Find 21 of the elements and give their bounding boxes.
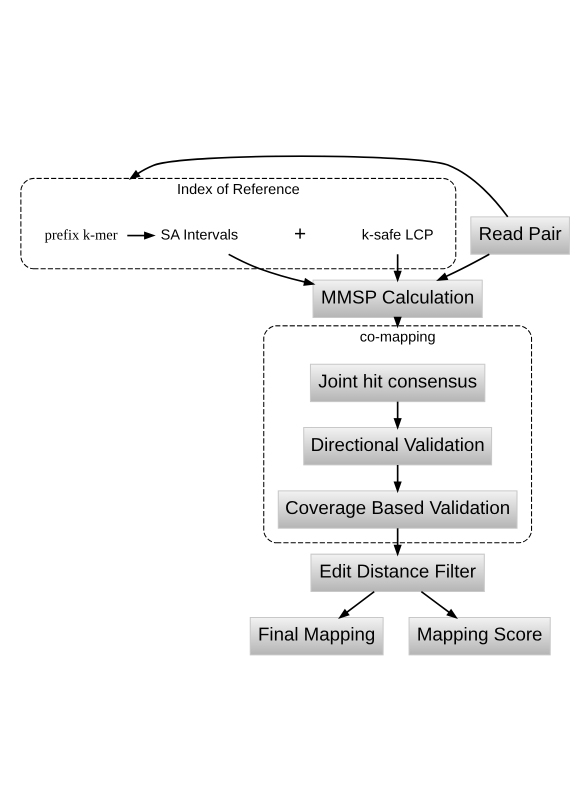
- node-box: Final Mapping: [250, 616, 384, 656]
- node-text: k-safe LCP: [362, 227, 434, 244]
- node-box: Read Pair: [470, 216, 570, 255]
- arrow: [394, 528, 402, 556]
- node-box: Coverage Based Validation: [278, 490, 518, 529]
- node-text: SA Intervals: [160, 227, 238, 244]
- node-box: Edit Distance Filter: [310, 554, 485, 592]
- node-text: prefix k-mer: [44, 227, 118, 244]
- arrow: [228, 254, 316, 286]
- node-box: Mapping Score: [408, 616, 551, 656]
- arrow: [420, 590, 458, 619]
- arrow: [127, 231, 156, 240]
- arrow: [394, 254, 402, 282]
- arrow: [128, 155, 508, 218]
- node-box: Directional Validation: [303, 427, 492, 466]
- label: +: [294, 222, 306, 246]
- arrow: [394, 464, 402, 494]
- arrow: [394, 402, 402, 430]
- node-box: Joint hit consensus: [310, 364, 486, 402]
- arrow: [436, 254, 490, 282]
- arrow: [338, 590, 375, 619]
